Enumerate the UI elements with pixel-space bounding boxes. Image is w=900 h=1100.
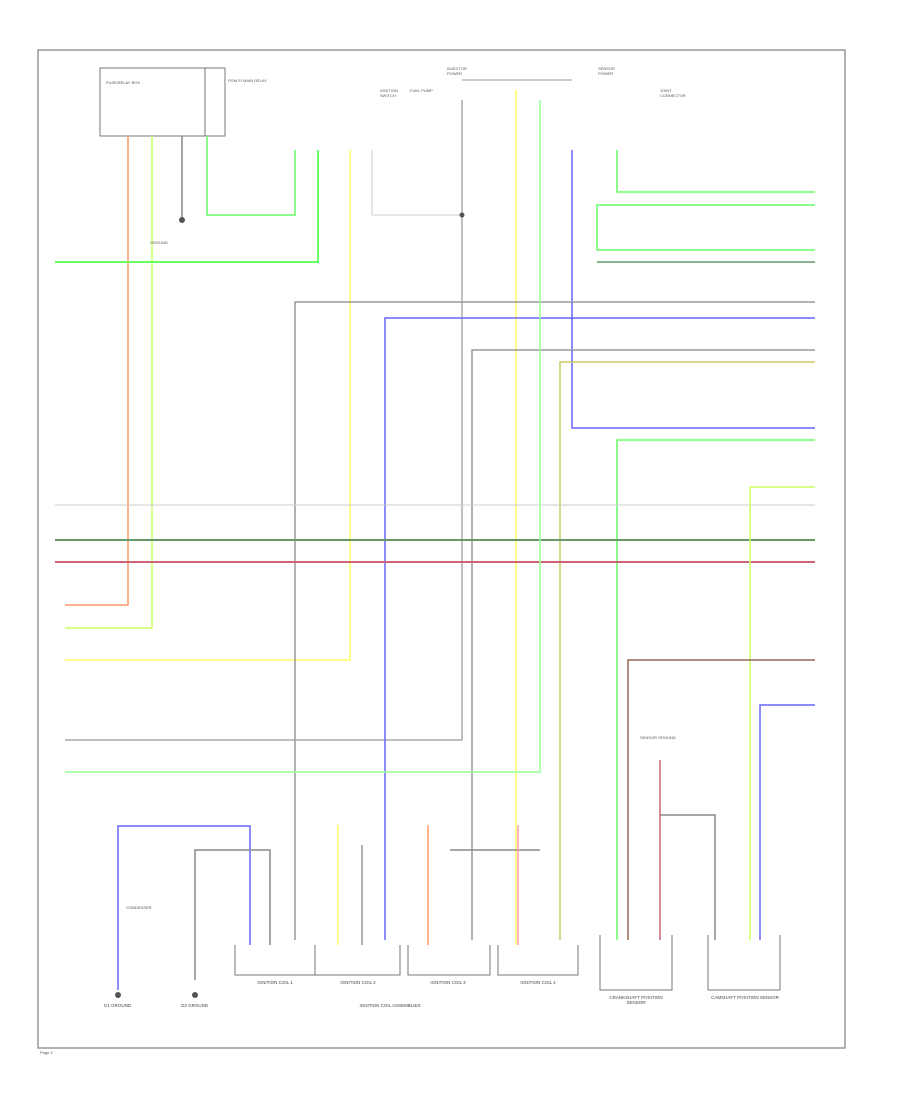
- main-relay-label: PGM-FI MAIN RELAY: [228, 78, 268, 83]
- ground-left-label: G1 GROUND: [103, 1003, 132, 1008]
- sensor-power-label: SENSOR POWER: [598, 66, 615, 76]
- wire-light-green: [65, 136, 153, 629]
- ground-label: GROUND: [150, 240, 168, 245]
- ignition-switch-label: IGNITION SWITCH: [380, 88, 398, 98]
- ground-right-label: G2 GROUND: [180, 1003, 209, 1008]
- fuel-pump-label: FUEL PUMP: [410, 88, 433, 93]
- coil2-label: IGNITION COIL 2: [340, 980, 376, 985]
- injector-power-label: INJECTOR POWER: [447, 66, 467, 76]
- page-label: Page 2: [40, 1050, 53, 1055]
- wire-orange: [65, 136, 129, 606]
- fuse-box-label: FUSE/RELAY BOX: [106, 80, 141, 85]
- diagram-border: [37, 49, 846, 1049]
- fuse-box: [99, 67, 226, 137]
- coil1-label: IGNITION COIL 1: [257, 980, 293, 985]
- joint-connector-label: JOINT CONNECTOR: [660, 88, 686, 98]
- component-boxes: [234, 935, 781, 991]
- ckp-sensor-label: CRANKSHAFT POSITION SENSOR: [609, 995, 663, 1005]
- condenser-label: CONDENSER: [126, 905, 152, 910]
- coil4-label: IGNITION COIL 4: [520, 980, 556, 985]
- cmp-sensor-label: CAMSHAFT POSITION SENSOR: [711, 995, 779, 1000]
- coil-group-label: IGNITION COIL ASSEMBLIES: [359, 1003, 421, 1008]
- wires: [55, 79, 815, 990]
- sensor-ground-label: SENSOR GROUND: [640, 735, 676, 740]
- coil3-label: IGNITION COIL 3: [430, 980, 466, 985]
